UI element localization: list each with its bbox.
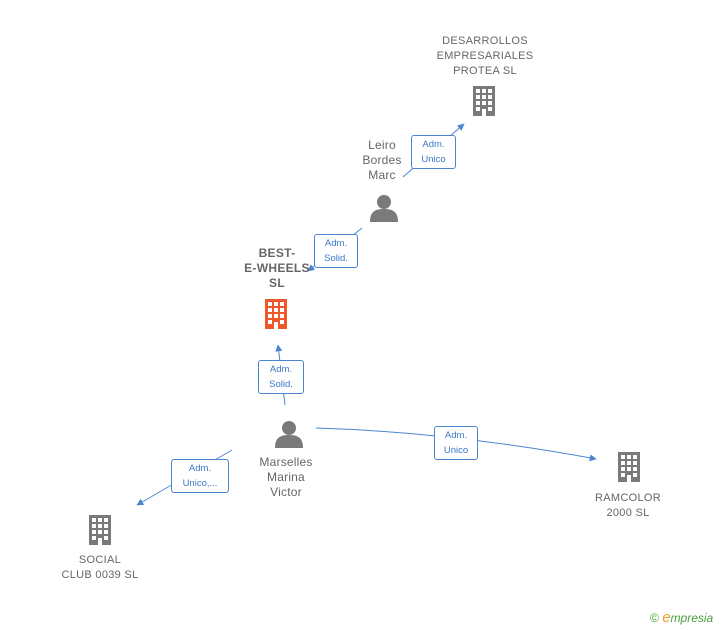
node-label-leiro[interactable]: Leiro Bordes Marc	[362, 138, 402, 182]
node-label-best[interactable]: BEST- E-WHEELS SL	[244, 246, 310, 290]
brand-logo: © empresia	[650, 609, 713, 626]
copyright-symbol: ©	[650, 611, 659, 625]
brand-initial: e	[662, 609, 671, 626]
building-icon-desarrollos	[473, 86, 495, 116]
building-icon-ramcolor	[618, 452, 640, 482]
node-label-ramcolor[interactable]: RAMCOLOR 2000 SL	[595, 492, 661, 519]
edge-label-leiro-best[interactable]: Adm. Solid.	[314, 234, 358, 268]
edge-label-marselles-ramcolor[interactable]: Adm. Unico	[434, 426, 478, 460]
node-label-marselles[interactable]: Marselles Marina Victor	[259, 455, 313, 499]
node-label-social[interactable]: SOCIAL CLUB 0039 SL	[61, 554, 139, 581]
edge-label-marselles-best[interactable]: Adm. Solid.	[258, 360, 304, 394]
edge-label-leiro-desarrollos[interactable]: Adm. Unico	[411, 135, 456, 169]
node-label-desarrollos[interactable]: DESARROLLOS EMPRESARIALES PROTEA SL	[436, 35, 534, 77]
person-icon-leiro	[370, 195, 398, 222]
person-icon-marselles	[275, 421, 303, 448]
brand-name: mpresia	[670, 611, 714, 625]
building-icon-social	[89, 515, 111, 545]
building-icon-best	[265, 299, 287, 329]
edge-label-marselles-social[interactable]: Adm. Unico,...	[171, 459, 229, 493]
